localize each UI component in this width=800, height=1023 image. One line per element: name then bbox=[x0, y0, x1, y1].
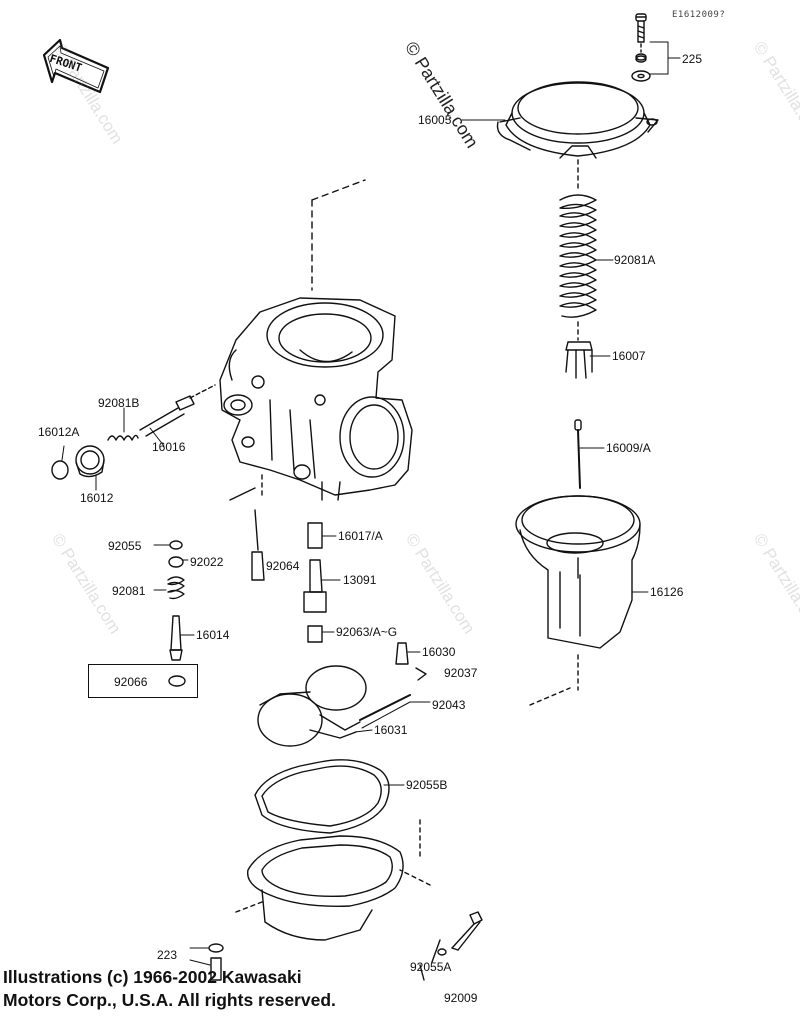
pilot-screw-part bbox=[139, 384, 216, 447]
part-label-16009a: 16009/A bbox=[606, 441, 651, 455]
copyright-notice: Illustrations (c) 1966-2002 Kawasaki Mot… bbox=[3, 966, 336, 1012]
part-label-92037: 92037 bbox=[444, 666, 478, 680]
part-label-92064: 92064 bbox=[266, 559, 300, 573]
bowl-gasket-part bbox=[254, 759, 405, 834]
needle-holder-part bbox=[565, 341, 611, 379]
part-label-16030: 16030 bbox=[422, 645, 456, 659]
bowl-screw-part bbox=[189, 943, 224, 981]
part-label-92063: 92063/A~G bbox=[336, 625, 398, 639]
part-label-16014: 16014 bbox=[196, 628, 230, 642]
spring-part bbox=[559, 194, 597, 341]
part-label-16007: 16007 bbox=[612, 349, 646, 363]
pilot-jet-cap-part bbox=[51, 445, 105, 491]
throttle-slide-part bbox=[515, 495, 649, 706]
top-screw-part bbox=[631, 13, 651, 82]
part-box-92066 bbox=[88, 664, 198, 698]
float-valve-part bbox=[395, 642, 427, 681]
part-label-92009: 92009 bbox=[444, 991, 478, 1005]
jet-needle-part bbox=[574, 419, 605, 489]
part-label-92055b: 92055B bbox=[406, 778, 448, 792]
part-label-13091: 13091 bbox=[343, 573, 377, 587]
part-label-92043: 92043 bbox=[432, 698, 466, 712]
part-label-92081b: 92081B bbox=[98, 396, 140, 410]
part-label-16031: 16031 bbox=[374, 723, 408, 737]
copyright-line-2: Motors Corp., U.S.A. All rights reserved… bbox=[3, 990, 336, 1010]
top-cover-part bbox=[496, 81, 659, 191]
float-bowl-part bbox=[235, 819, 431, 941]
reference-code: E1612009? bbox=[672, 10, 726, 20]
part-label-92081: 92081 bbox=[112, 584, 146, 598]
part-label-16005: 16005 bbox=[418, 113, 452, 127]
float-part bbox=[257, 665, 431, 747]
drain-screw-part bbox=[419, 911, 483, 981]
part-label-92022: 92022 bbox=[190, 555, 224, 569]
copyright-line-1: Illustrations (c) 1966-2002 Kawasaki bbox=[3, 967, 302, 987]
part-label-16016: 16016 bbox=[152, 440, 186, 454]
part-label-92066: 92066 bbox=[114, 675, 148, 689]
part-label-92055a: 92055A bbox=[410, 960, 452, 974]
carburetor-body-part bbox=[219, 297, 413, 501]
needle-jet-stack-part bbox=[153, 540, 195, 687]
part-label-16017a: 16017/A bbox=[338, 529, 383, 543]
part-label-16012: 16012 bbox=[80, 491, 114, 505]
front-arrow-icon bbox=[42, 38, 110, 94]
part-label-223: 223 bbox=[157, 948, 178, 962]
part-label-92081a: 92081A bbox=[614, 253, 656, 267]
main-jet-stack-part bbox=[229, 474, 341, 643]
part-label-225: 225 bbox=[682, 52, 703, 66]
small-spring-part bbox=[107, 407, 139, 441]
part-label-92055: 92055 bbox=[108, 539, 142, 553]
part-label-16126: 16126 bbox=[650, 585, 684, 599]
part-label-16012a: 16012A bbox=[38, 425, 80, 439]
